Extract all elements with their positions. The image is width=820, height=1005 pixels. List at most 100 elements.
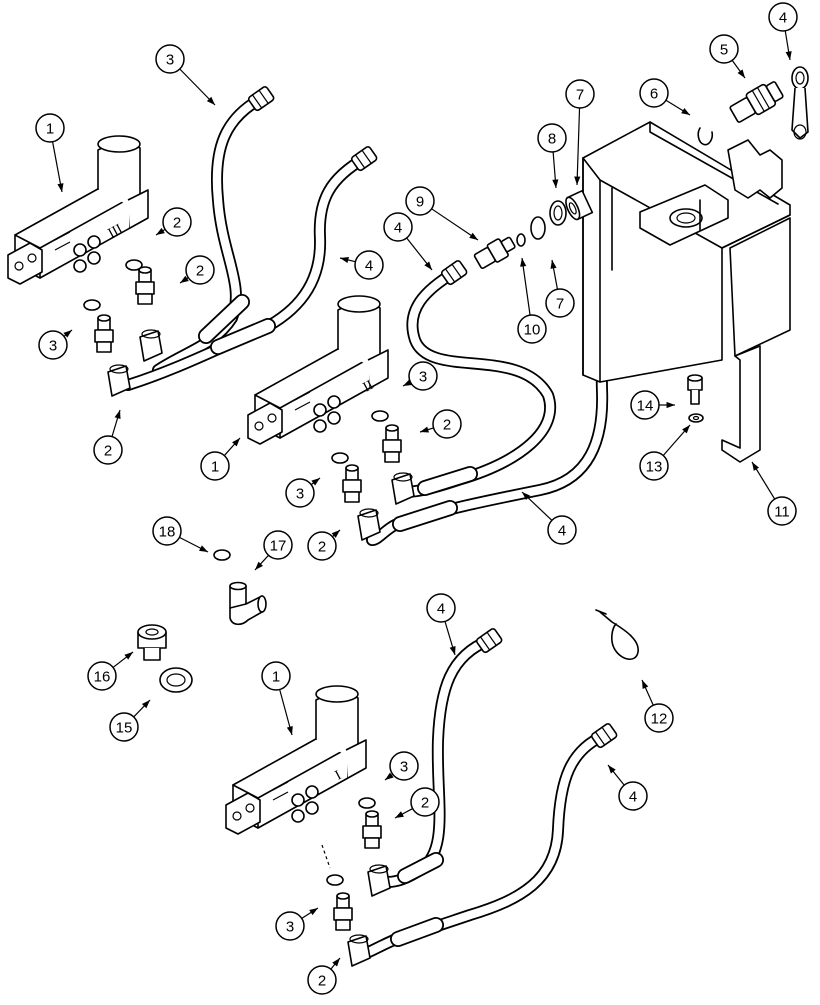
valve-port xyxy=(305,785,319,799)
adapter-fitting xyxy=(135,266,155,305)
callout-number: 2 xyxy=(443,417,451,434)
callout-number: 5 xyxy=(720,42,728,59)
callout-number: 11 xyxy=(774,504,790,521)
callout-circle xyxy=(87,661,117,691)
elbow-fitting xyxy=(357,508,381,541)
valve-port xyxy=(291,809,305,823)
callout-leader xyxy=(521,257,531,316)
elbow-fitting xyxy=(139,329,163,362)
callout-circle xyxy=(547,515,577,545)
adapter-fitting xyxy=(342,464,362,503)
callout-3: 3 xyxy=(384,751,419,781)
callout-leader xyxy=(576,107,581,186)
valve-mark-top: III xyxy=(106,222,126,242)
o-ring xyxy=(326,874,344,886)
callout-arrow xyxy=(420,426,429,433)
callout-8: 8 xyxy=(537,123,567,189)
callout-11: 11 xyxy=(751,461,797,526)
callout-number: 10 xyxy=(524,322,541,339)
callout-number: 1 xyxy=(46,121,54,138)
callout-circle xyxy=(408,361,438,391)
valve-clevis xyxy=(7,242,43,285)
callout-arrow xyxy=(57,183,64,192)
callout-2: 2 xyxy=(93,409,123,465)
callout-number: 17 xyxy=(270,538,287,555)
valve-port xyxy=(87,251,101,265)
elbow-fitting xyxy=(367,864,391,897)
plug-17 xyxy=(137,624,167,661)
callout-circle xyxy=(639,451,669,481)
callout-4: 4 xyxy=(339,250,384,280)
callout-circle xyxy=(410,787,440,817)
valve-clevis xyxy=(247,402,283,445)
elbow-fitting xyxy=(391,472,415,505)
callout-number: 4 xyxy=(629,789,637,806)
elbow-fitting xyxy=(107,364,131,397)
callout-4: 4 xyxy=(607,764,648,811)
callout-number: 14 xyxy=(637,398,654,415)
valve-section-top xyxy=(7,135,149,285)
o-ring xyxy=(371,410,389,422)
callout-arrow xyxy=(332,958,340,967)
o-ring xyxy=(83,299,101,311)
valve-sections xyxy=(7,135,389,835)
callout-circle xyxy=(38,330,68,360)
callout-number: 3 xyxy=(419,369,427,386)
coupler-10 xyxy=(473,236,516,269)
callout-circle xyxy=(307,531,337,561)
callout-number: 4 xyxy=(779,10,787,27)
callout-number: 2 xyxy=(421,795,429,812)
callout-circle xyxy=(383,212,413,242)
callout-circle xyxy=(639,78,669,108)
hose-5 xyxy=(382,634,496,888)
callout-arrow xyxy=(552,179,559,188)
callout-arrow xyxy=(180,275,189,283)
callout-1: 1 xyxy=(200,437,241,481)
callout-arrow xyxy=(286,726,293,735)
swivel-nut xyxy=(350,146,378,172)
callout-circle xyxy=(285,478,315,508)
valve-clevis xyxy=(225,792,261,835)
callout-arrow xyxy=(737,69,745,78)
callout-arrow xyxy=(311,478,320,486)
callout-arrow xyxy=(124,652,133,660)
callout-number: 15 xyxy=(116,720,133,737)
callout-number: 16 xyxy=(94,669,111,686)
callout-circle xyxy=(200,451,230,481)
valve-mark-bottom: I xyxy=(333,768,344,784)
callout-arrow xyxy=(340,256,349,263)
callout-arrow xyxy=(752,462,760,471)
callout-circle xyxy=(768,2,798,32)
callout-arrow xyxy=(199,545,208,552)
callout-5: 5 xyxy=(709,34,746,79)
callout-3: 3 xyxy=(38,329,73,360)
washer-14 xyxy=(688,413,704,423)
callout-2: 2 xyxy=(307,957,341,995)
callout-4: 4 xyxy=(521,491,577,545)
adapter-fitting xyxy=(362,810,382,849)
callout-arrow xyxy=(469,232,478,240)
callout-7: 7 xyxy=(545,259,575,318)
callout-arrow xyxy=(449,646,456,655)
callout-16: 16 xyxy=(87,651,134,691)
snap-ring-7 xyxy=(530,216,546,240)
callout-arrow xyxy=(682,425,690,434)
seal-9 xyxy=(549,200,567,226)
callout-9: 9 xyxy=(405,186,479,241)
callout-number: 2 xyxy=(318,973,326,990)
callout-arrow xyxy=(520,258,527,267)
callout-arrow xyxy=(141,700,150,709)
callout-number: 18 xyxy=(159,524,176,541)
callout-1: 1 xyxy=(261,661,293,736)
callout-circle xyxy=(767,496,797,526)
valve-section-middle xyxy=(247,295,389,445)
callout-number: 13 xyxy=(646,459,663,476)
callout-number: 3 xyxy=(296,486,304,503)
valve-port xyxy=(327,411,341,425)
callout-circle xyxy=(432,409,462,439)
callout-arrow xyxy=(255,561,263,570)
valve-port xyxy=(305,801,319,815)
callout-circle xyxy=(644,703,674,733)
dust-cap-5 xyxy=(791,66,809,140)
